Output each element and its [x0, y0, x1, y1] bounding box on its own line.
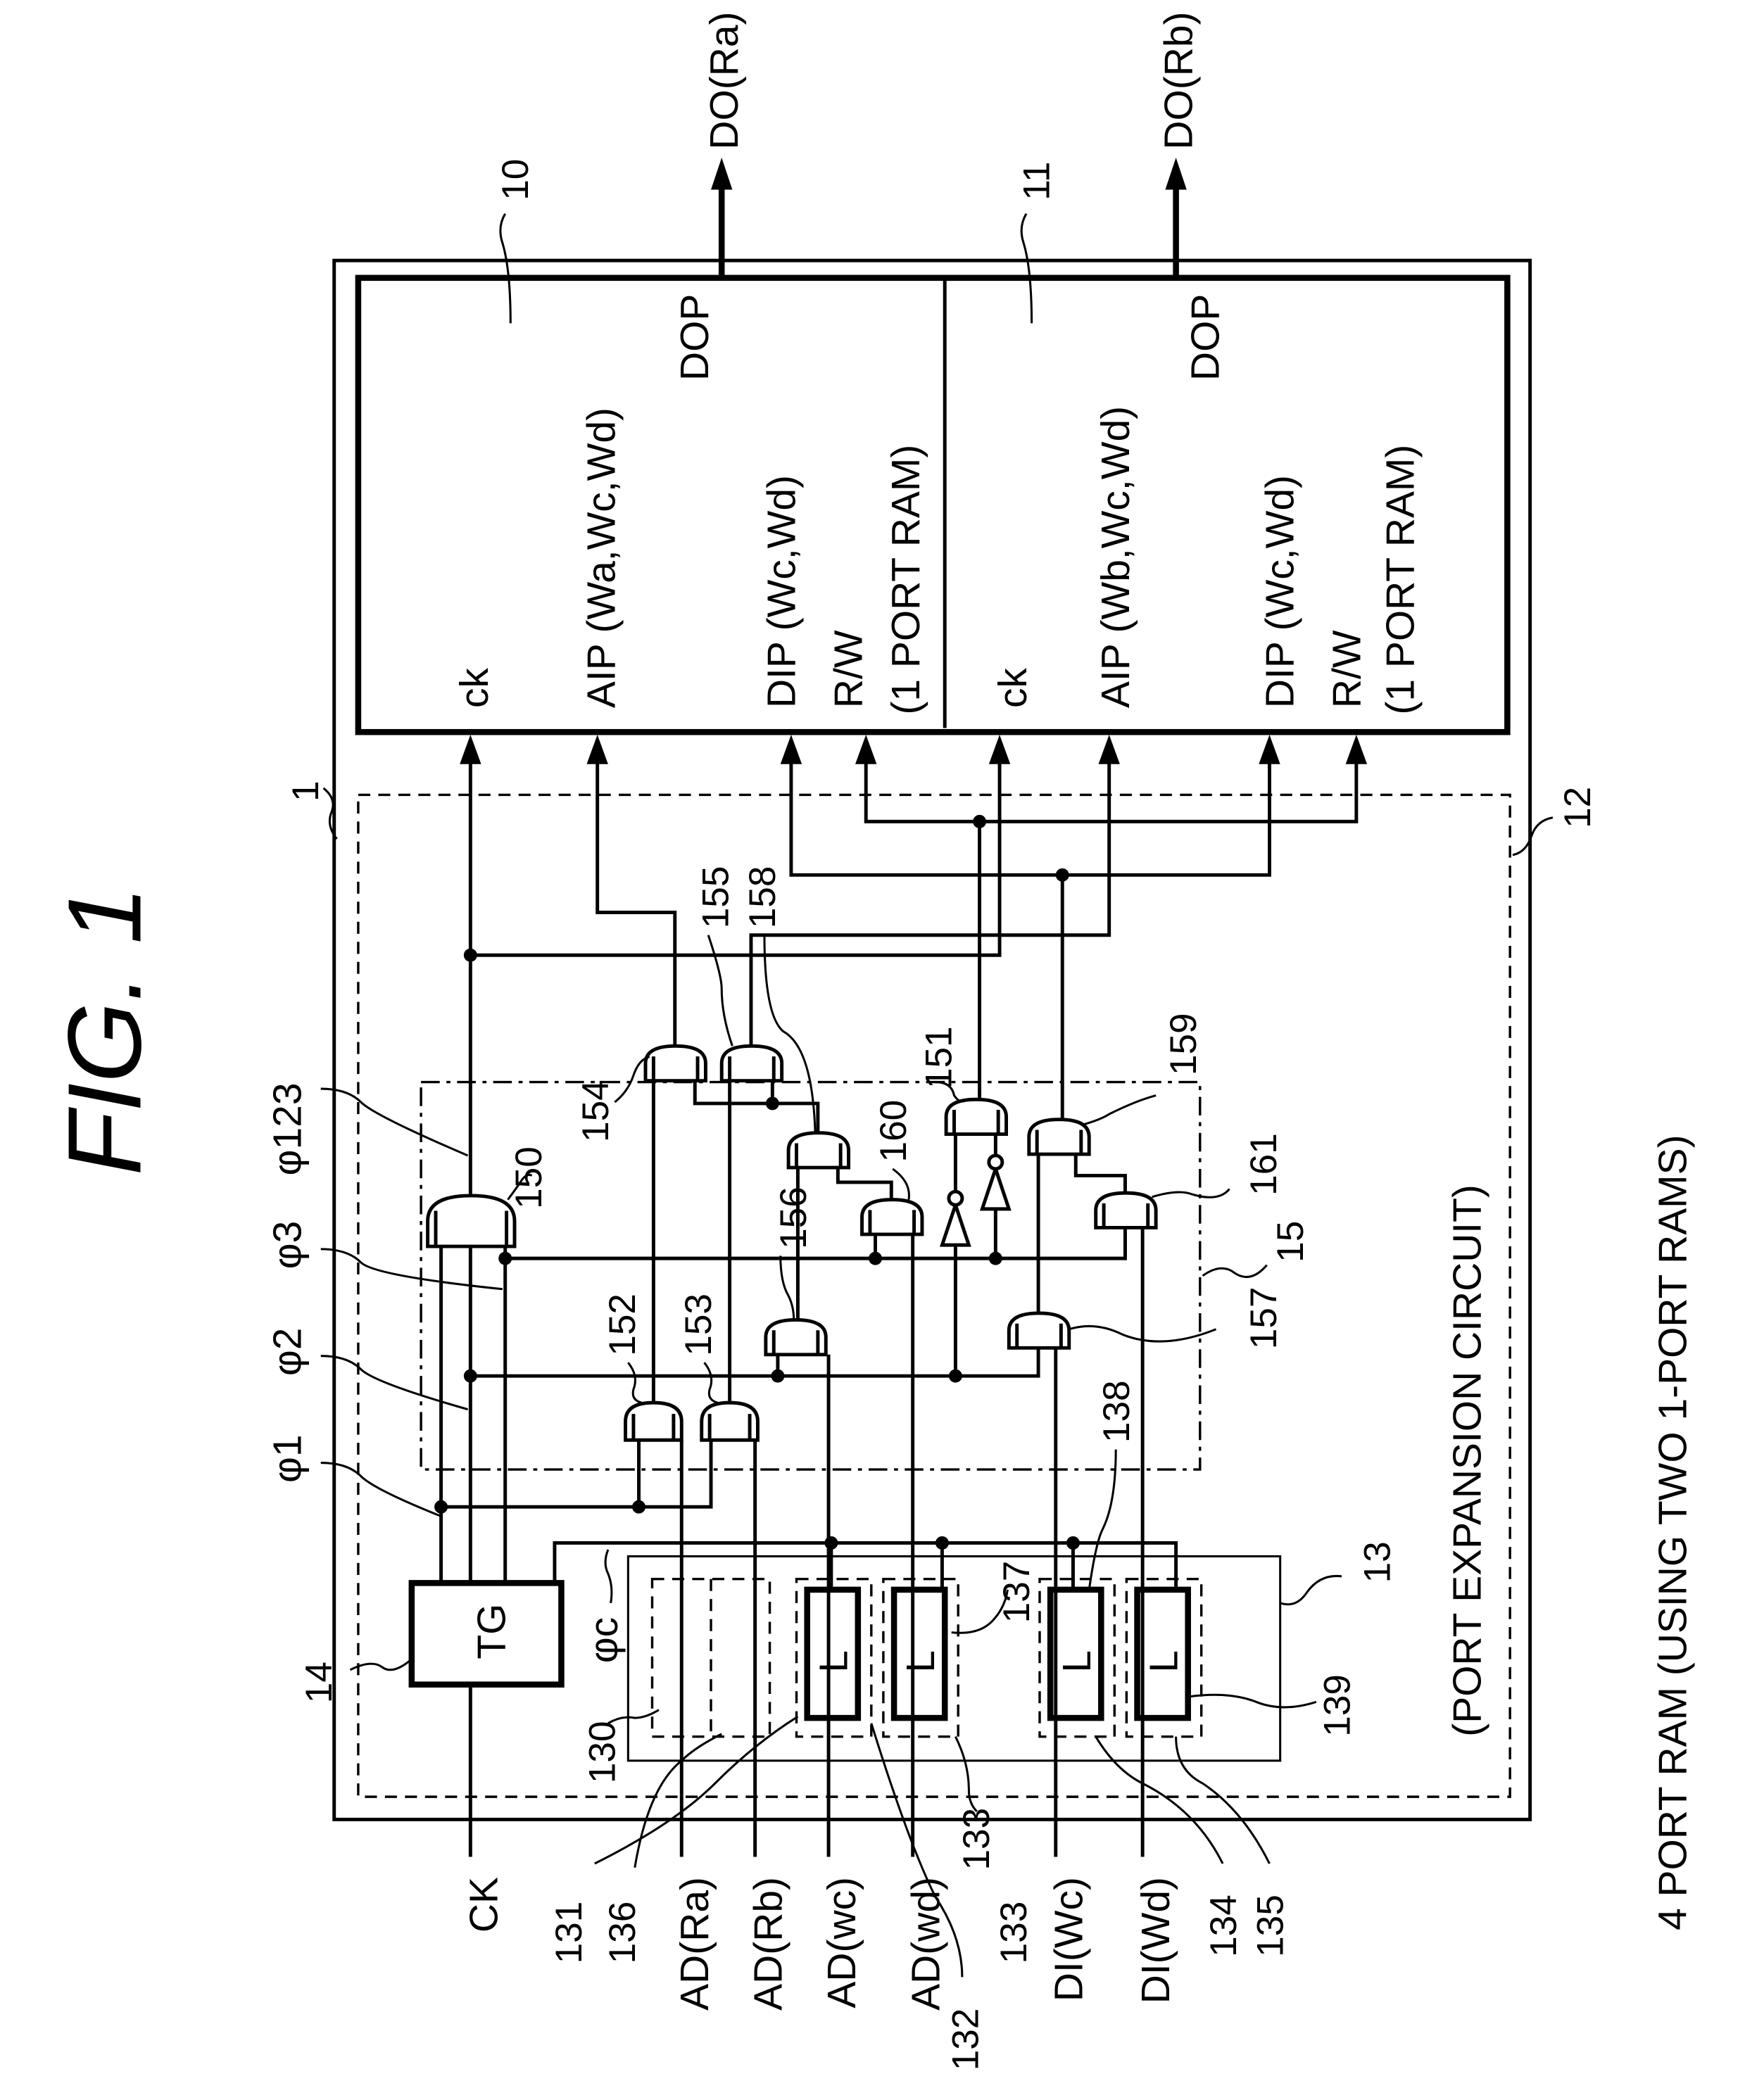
arrow-rw11-icon [1346, 735, 1367, 764]
input-label: CK [461, 1877, 506, 1933]
ref-136: 136 [602, 1902, 643, 1964]
ref-130: 130 [581, 1721, 623, 1783]
latch-136-label: L [812, 1650, 857, 1673]
ram11-type-label: (1 PORT RAM) [1378, 445, 1423, 715]
latch-137-label: L [898, 1650, 943, 1673]
ram11-dop-label: DOP [1183, 294, 1228, 381]
ref-133a: 133 [956, 1808, 997, 1871]
ram10-type-label: (1 PORT RAM) [883, 445, 928, 715]
input-label: DI(Wc) [1047, 1877, 1092, 2001]
gate-159 [1029, 1120, 1089, 1154]
input-label: AD(wd) [904, 1877, 949, 2011]
gate-153 [702, 1403, 758, 1440]
ref-157: 157 [1243, 1287, 1285, 1350]
ref-131: 131 [548, 1902, 590, 1964]
latch-138-label: L [1054, 1650, 1100, 1673]
timing-generator-14: TG 14 [298, 1583, 561, 1703]
gate-157 [1009, 1313, 1069, 1348]
gate-156 [766, 1320, 826, 1354]
ram11-dip-label: DIP (Wc,Wd) [1258, 475, 1303, 708]
ref-132: 132 [945, 2009, 987, 2071]
ram11-rw-label: R/W [1325, 630, 1370, 708]
phi2-label: φ2 [265, 1328, 310, 1377]
input-label: AD(Rb) [746, 1877, 791, 2011]
ref-152: 152 [602, 1293, 643, 1356]
gate-158 [788, 1133, 848, 1168]
input-label: DI(Wd) [1133, 1877, 1178, 2004]
ref-1: 1 [285, 780, 327, 802]
ref-14: 14 [298, 1662, 340, 1703]
ref-12: 12 [1557, 787, 1599, 828]
ram10-ref: 10 [495, 159, 536, 201]
ram10-dop-label: DOP [672, 294, 717, 381]
ref-135: 135 [1249, 1895, 1291, 1957]
port-expansion-box-12 [358, 795, 1510, 1797]
latch-137: L [894, 1590, 945, 1718]
ref-154: 154 [575, 1080, 617, 1142]
gate-154 [645, 1046, 705, 1080]
ram10-output-arrow-icon [711, 158, 732, 190]
ram10-dip-label: DIP (Wc,Wd) [760, 475, 805, 708]
ram11-ref: 11 [1016, 162, 1057, 201]
arrow-ck11-icon [989, 735, 1010, 764]
ref-138: 138 [1096, 1380, 1138, 1443]
ram-11: ck AIP (Wb,Wc,Wd) DOP DIP (Wc,Wd) R/W (1… [990, 11, 1423, 714]
arrow-rw10-icon [855, 735, 876, 764]
ref-156: 156 [773, 1187, 814, 1249]
port-expansion-label: (PORT EXPANSION CIRCUIT) [1444, 1184, 1489, 1737]
ref-137: 137 [996, 1561, 1038, 1624]
ram-10: ck AIP (Wa,Wc,Wd) DOP DIP (Wc,Wd) R/W (1… [452, 11, 928, 714]
ref-159: 159 [1163, 1013, 1204, 1075]
ref-139: 139 [1316, 1674, 1358, 1737]
ram10-ck-label: ck [452, 668, 497, 708]
ref-153: 153 [678, 1293, 719, 1356]
inverter-1 [942, 1191, 969, 1245]
ref-161: 161 [1243, 1133, 1285, 1196]
input-label: AD(wc) [819, 1877, 864, 2009]
ram10-aip-label: AIP (Wa,Wc,Wd) [579, 407, 624, 708]
ref-151: 151 [919, 1026, 960, 1089]
figure-title: FIG. 1 [46, 886, 163, 1175]
gate-150 [428, 1196, 515, 1246]
ram11-ck-label: ck [990, 668, 1035, 708]
figure-caption: 4 PORT RAM (USING TWO 1-PORT RAMS) [1651, 1134, 1696, 1930]
ref-133b: 133 [993, 1902, 1035, 1964]
latch-139: L [1138, 1590, 1188, 1718]
arrow-aip10-icon [586, 735, 607, 764]
tg-label: TG [470, 1604, 515, 1659]
arrow-dip10-icon [781, 735, 802, 764]
inverter-2 [982, 1156, 1009, 1209]
gate-152 [626, 1403, 682, 1440]
ref-15: 15 [1270, 1221, 1311, 1263]
ref-158: 158 [742, 866, 783, 929]
phi1-label: φ1 [265, 1434, 310, 1483]
ram10-rw-label: R/W [826, 630, 871, 708]
ref-160: 160 [873, 1100, 914, 1163]
arrow-aip11-icon [1099, 735, 1120, 764]
ref-150: 150 [508, 1146, 550, 1209]
arrow-ck10-icon [460, 735, 481, 764]
phi123-label: φ123 [265, 1083, 310, 1176]
ram11-output-label: DO(Rb) [1156, 11, 1201, 149]
latch-139-label: L [1142, 1650, 1187, 1673]
input-label: AD(Ra) [672, 1877, 717, 2011]
latch-136: L [807, 1590, 858, 1718]
phi3-label: φ3 [265, 1221, 310, 1270]
ram11-output-arrow-icon [1165, 158, 1186, 190]
latch-138: L [1050, 1590, 1101, 1718]
gate-161 [1096, 1193, 1156, 1227]
ram11-aip-label: AIP (Wb,Wc,Wd) [1093, 406, 1138, 708]
arrow-dip11-icon [1259, 735, 1280, 764]
gate-155 [722, 1046, 781, 1080]
gate-160 [862, 1200, 922, 1234]
ram10-output-label: DO(Ra) [702, 11, 747, 149]
ref-13: 13 [1356, 1541, 1398, 1583]
phic-label: φc [581, 1617, 626, 1663]
ref-155: 155 [695, 866, 737, 929]
wiring [434, 735, 1367, 1857]
gate-151 [946, 1099, 1006, 1134]
ref-134: 134 [1203, 1895, 1245, 1957]
